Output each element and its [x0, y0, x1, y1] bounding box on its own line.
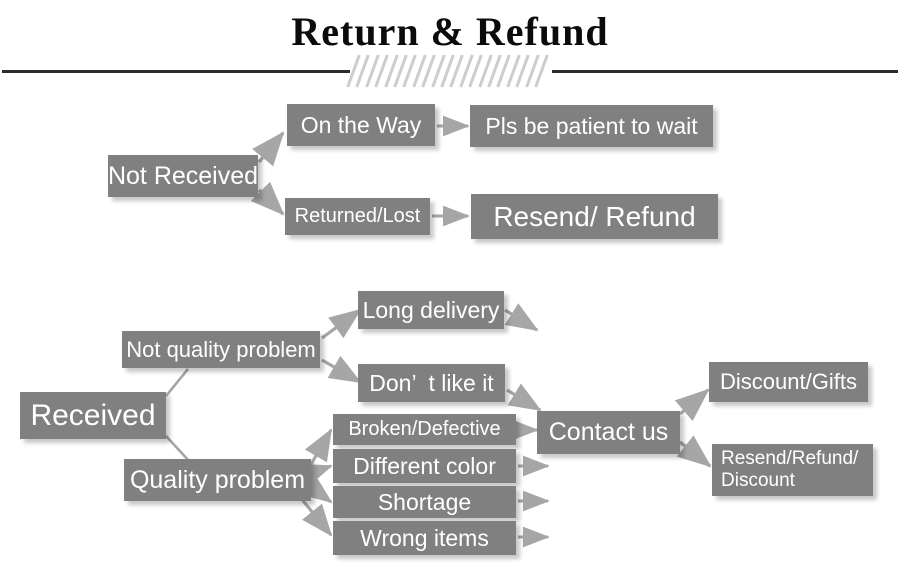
node-wrong-items[interactable]: Wrong items [333, 521, 516, 555]
node-broken-defective[interactable]: Broken/Defective [333, 414, 516, 445]
node-dont-like-it[interactable]: Don’ t like it [358, 364, 505, 402]
node-shortage[interactable]: Shortage [333, 486, 516, 518]
node-quality-problem[interactable]: Quality problem [124, 459, 311, 501]
node-long-delivery[interactable]: Long delivery [358, 291, 504, 329]
node-received[interactable]: Received [20, 392, 166, 439]
diagonal-hatch-divider-icon [346, 54, 549, 88]
page-title: Return & Refund [291, 9, 609, 54]
node-pls-be-patient-to-wait[interactable]: Pls be patient to wait [470, 105, 713, 147]
divider-line-left [2, 70, 350, 73]
divider-line-right [552, 70, 898, 73]
node-returned-lost[interactable]: Returned/Lost [285, 198, 430, 235]
node-resend-refund[interactable]: Resend/ Refund [471, 194, 718, 239]
node-different-color[interactable]: Different color [333, 449, 516, 483]
node-on-the-way[interactable]: On the Way [287, 104, 435, 146]
node-not-quality-problem[interactable]: Not quality problem [122, 331, 320, 368]
node-discount-gifts[interactable]: Discount/Gifts [709, 362, 868, 402]
node-resend-refund-discount[interactable]: Resend/Refund/ Discount [712, 444, 873, 496]
node-contact-us[interactable]: Contact us [537, 411, 680, 454]
node-not-received[interactable]: Not Received [108, 155, 258, 197]
